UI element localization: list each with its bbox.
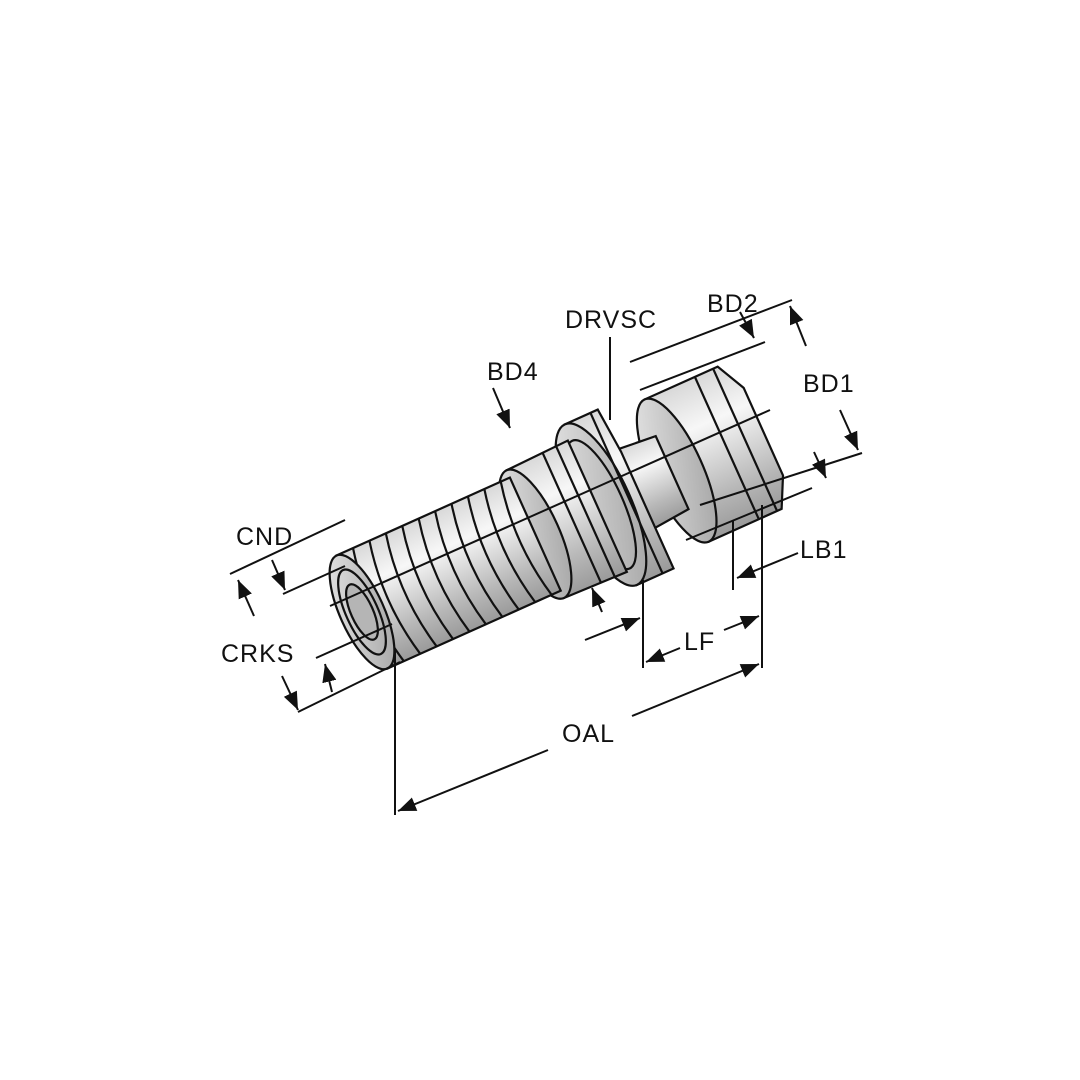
- dim-oal: OAL: [394, 650, 760, 815]
- dim-crks: CRKS: [221, 579, 401, 713]
- label-oal: OAL: [562, 720, 615, 748]
- label-lf: LF: [684, 628, 715, 656]
- dim-bd2: BD2: [639, 290, 766, 391]
- label-bd2: BD2: [707, 290, 759, 318]
- label-bd1: BD1: [803, 370, 855, 398]
- dim-lb1: LB1: [732, 520, 847, 590]
- dim-cnd: CND: [229, 519, 346, 595]
- label-crks: CRKS: [221, 640, 294, 668]
- thread: [328, 476, 563, 671]
- dim-bd1: BD1: [629, 299, 863, 541]
- dim-lf: LF: [584, 505, 763, 668]
- center-axis: [329, 409, 771, 607]
- coolant-bore: [345, 583, 379, 641]
- label-bd4: BD4: [487, 358, 539, 386]
- dim-drvsc: DRVSC: [565, 306, 657, 420]
- label-drvsc: DRVSC: [565, 306, 657, 334]
- label-cnd: CND: [236, 523, 293, 551]
- dim-bd4: BD4: [487, 358, 606, 613]
- label-lb1: LB1: [800, 536, 847, 564]
- knob-body: [328, 365, 785, 671]
